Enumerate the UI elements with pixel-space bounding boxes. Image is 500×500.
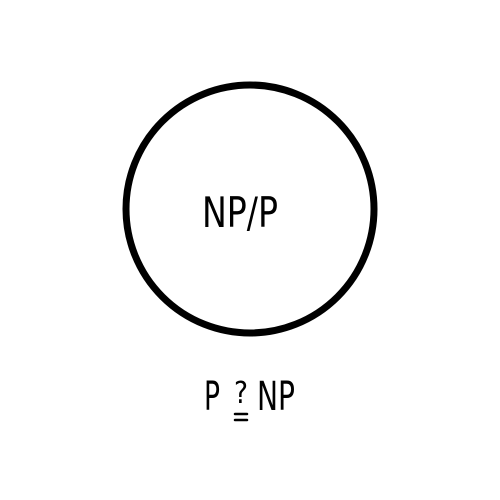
equals-mark: [233, 412, 249, 422]
caption-right: NP: [257, 374, 295, 420]
caption-relation: ?: [234, 376, 248, 411]
set-circle: [122, 81, 378, 337]
caption-left: P: [204, 374, 220, 420]
caption: P ? NP: [204, 374, 295, 422]
circle-label: NP/P: [202, 188, 278, 237]
